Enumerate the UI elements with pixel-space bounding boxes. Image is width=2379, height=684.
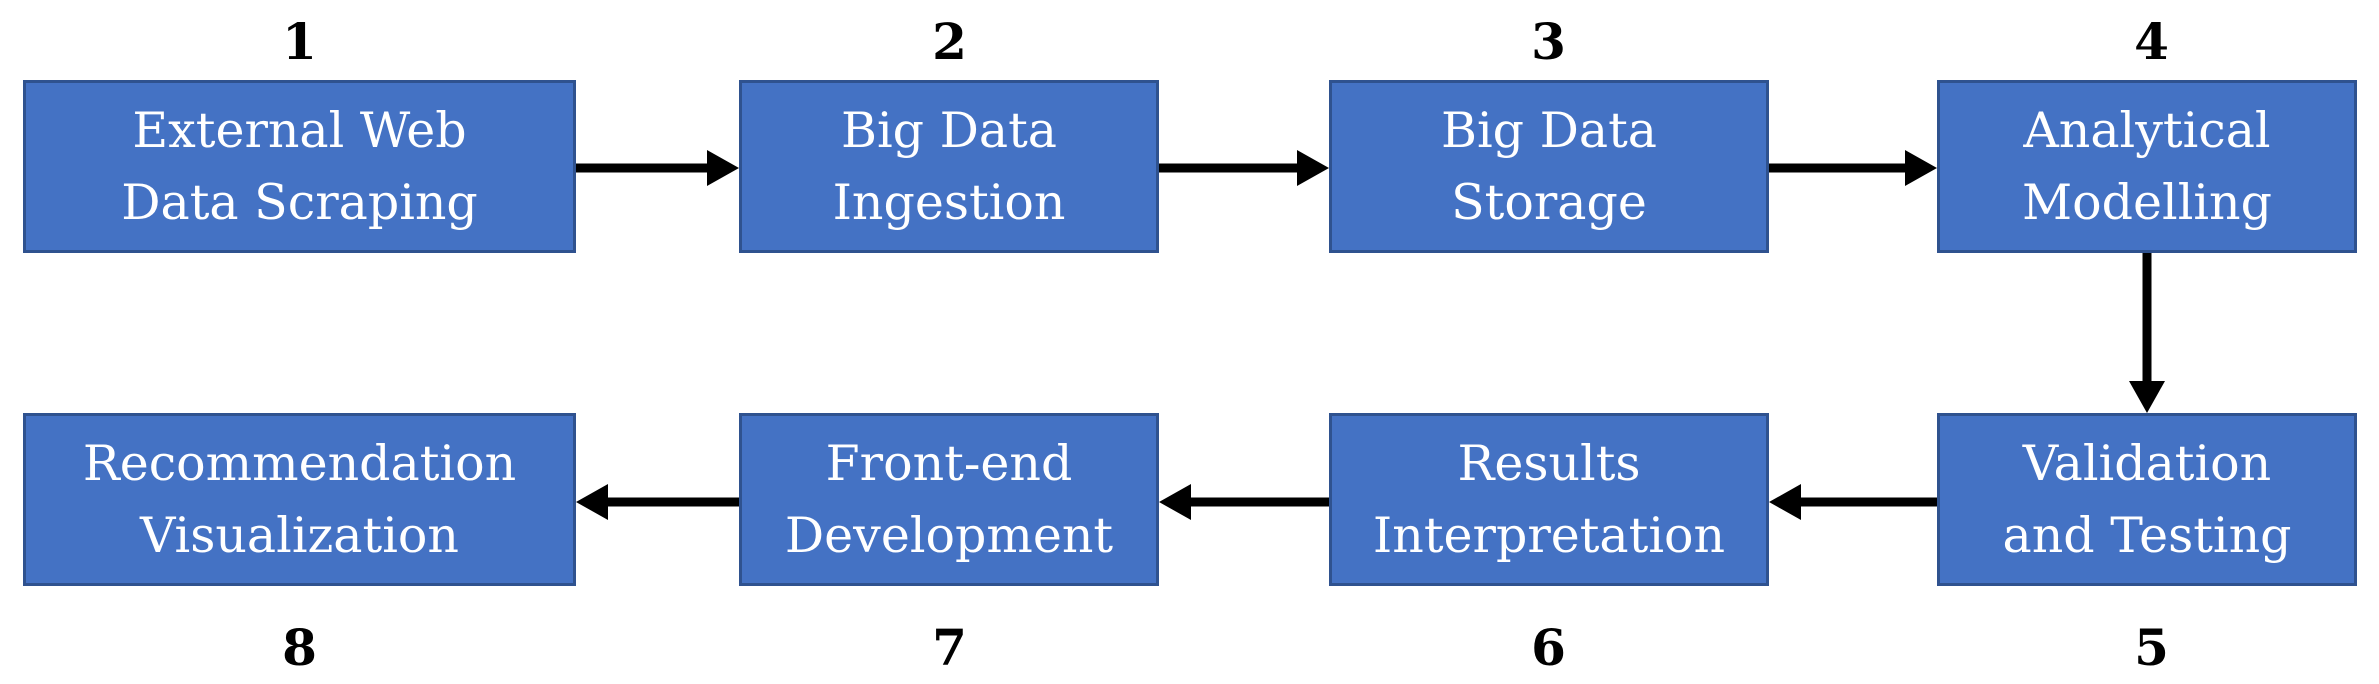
step-box-results-interpretation: Results Interpretation xyxy=(1329,413,1769,586)
step-2-line-2: Ingestion xyxy=(832,173,1066,231)
step-3-line-2: Storage xyxy=(1451,173,1647,231)
arrow-2-to-3 xyxy=(1159,150,1329,186)
step-7-line-1: Front-end xyxy=(825,434,1073,492)
step-number-8: 8 xyxy=(282,618,317,677)
arrow-3-to-4 xyxy=(1769,150,1937,186)
step-box-front-end-development: Front-end Development xyxy=(739,413,1159,586)
step-number-7: 7 xyxy=(932,618,967,677)
step-3-line-1: Big Data xyxy=(1440,101,1658,159)
step-6-line-2: Interpretation xyxy=(1372,506,1726,564)
arrow-6-to-7 xyxy=(1159,484,1329,520)
arrow-5-to-6 xyxy=(1769,484,1937,520)
step-4-line-1: Analytical xyxy=(2023,101,2271,159)
step-number-6: 6 xyxy=(1531,618,1566,677)
step-5-line-1: Validation xyxy=(2022,434,2272,492)
step-number-4: 4 xyxy=(2134,12,2169,71)
step-1-line-1: External Web xyxy=(132,101,467,159)
step-box-big-data-storage: Big Data Storage xyxy=(1329,80,1769,253)
step-2-line-1: Big Data xyxy=(840,101,1058,159)
step-number-3: 3 xyxy=(1531,12,1566,71)
arrow-7-to-8 xyxy=(576,484,739,520)
step-8-line-2: Visualization xyxy=(140,506,459,564)
step-1-line-2: Data Scraping xyxy=(121,173,478,231)
step-box-big-data-ingestion: Big Data Ingestion xyxy=(739,80,1159,253)
step-number-1: 1 xyxy=(282,12,317,71)
step-box-external-web-data-scraping: External Web Data Scraping xyxy=(23,80,576,253)
step-box-analytical-modelling: Analytical Modelling xyxy=(1937,80,2357,253)
arrow-1-to-2 xyxy=(576,150,739,186)
step-4-line-2: Modelling xyxy=(2022,173,2272,231)
step-6-line-1: Results xyxy=(1457,434,1641,492)
step-7-line-2: Development xyxy=(784,506,1114,564)
step-box-validation-and-testing: Validation and Testing xyxy=(1937,413,2357,586)
step-box-recommendation-visualization: Recommendation Visualization xyxy=(23,413,576,586)
arrow-4-to-5 xyxy=(2129,253,2165,413)
step-number-2: 2 xyxy=(932,12,967,71)
step-number-5: 5 xyxy=(2134,618,2169,677)
step-8-line-1: Recommendation xyxy=(82,434,517,492)
step-5-line-2: and Testing xyxy=(2002,506,2292,564)
